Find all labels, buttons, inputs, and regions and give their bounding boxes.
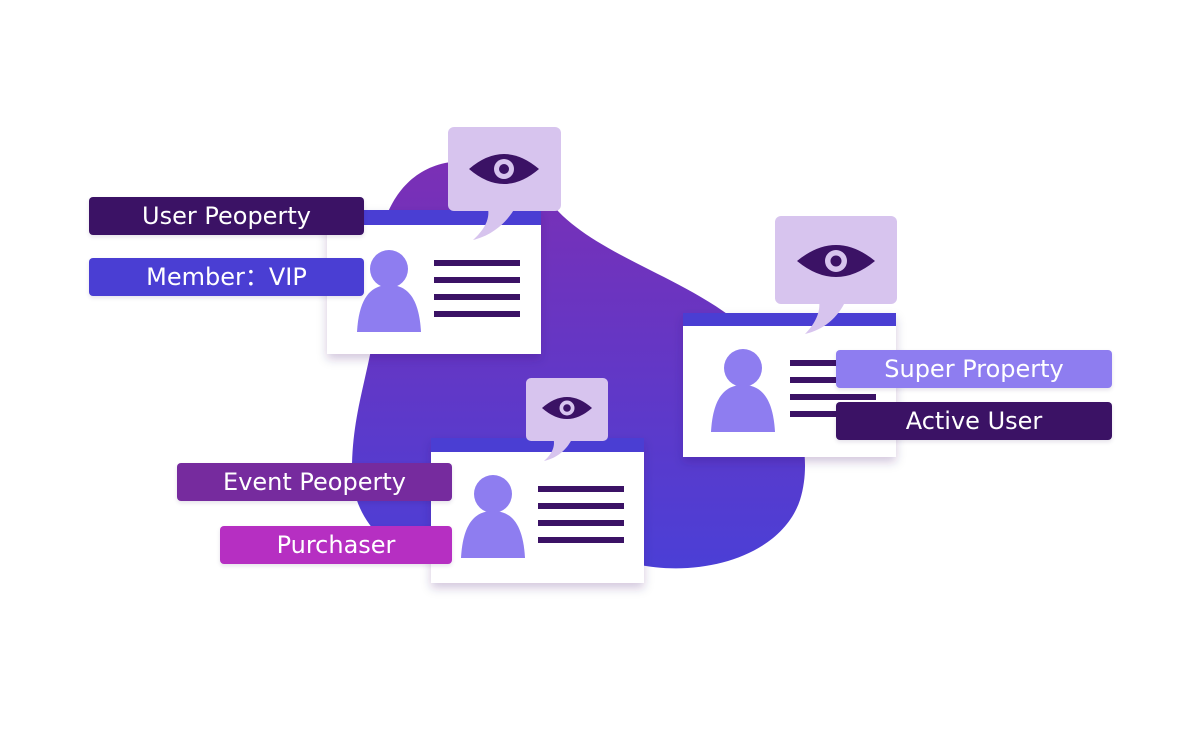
speech-bubble-icon — [526, 378, 608, 461]
tag-active-user-label: Active User — [905, 407, 1043, 435]
speech-bubble-icon — [775, 216, 897, 334]
eye-icon — [797, 245, 875, 277]
eye-icon — [469, 154, 539, 184]
person-icon — [711, 349, 775, 432]
tag-user-property: User Peoperty — [89, 197, 364, 235]
text-lines-icon — [790, 360, 876, 417]
tag-event-property: Event Peoperty — [177, 463, 452, 501]
tag-purchaser-label: Purchaser — [276, 531, 396, 559]
person-icon — [357, 250, 421, 332]
profile-card-1 — [327, 210, 541, 354]
tag-member-vip: Member：VIP — [89, 258, 364, 296]
text-lines-icon — [434, 260, 520, 317]
tag-member-vip-label: Member：VIP — [146, 263, 307, 291]
person-icon — [461, 475, 525, 558]
profile-card-3 — [431, 438, 644, 583]
tag-super-property-label: Super Property — [884, 355, 1064, 383]
tag-super-property: Super Property — [836, 350, 1112, 388]
card-header-bar — [683, 313, 896, 326]
tag-event-property-label: Event Peoperty — [223, 468, 406, 496]
tag-user-property-label: User Peoperty — [142, 202, 311, 230]
tag-purchaser: Purchaser — [220, 526, 452, 564]
eye-icon — [542, 397, 592, 419]
text-lines-icon — [538, 486, 624, 543]
speech-bubble-icon — [448, 127, 561, 240]
tag-active-user: Active User — [836, 402, 1112, 440]
card-header-bar — [431, 438, 644, 452]
